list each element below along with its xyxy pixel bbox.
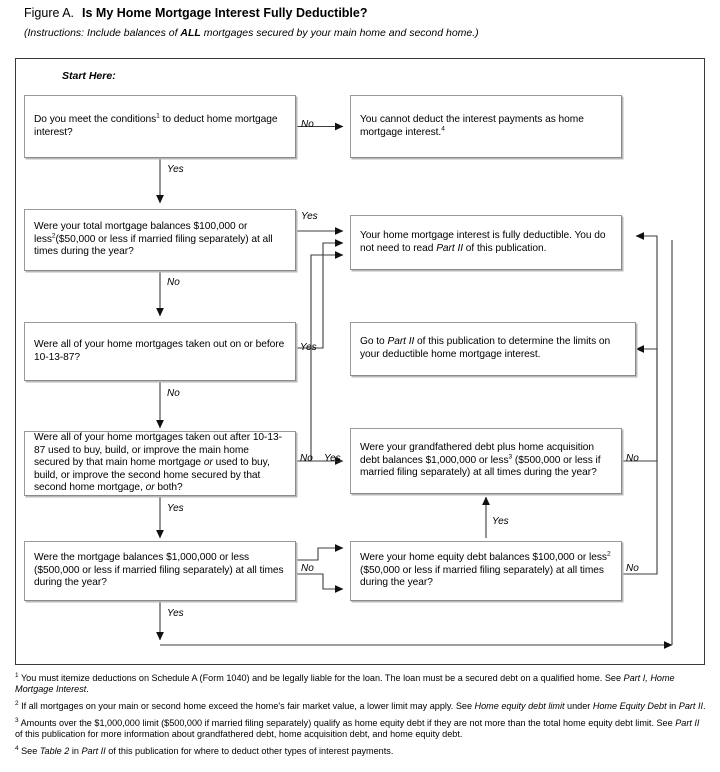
instructions-emphasis: ALL xyxy=(180,27,201,39)
q7-text-b: ($50,000 or less if married filing separ… xyxy=(360,564,604,589)
footnote-3-text-b: of this publication for more information… xyxy=(15,729,463,740)
footnote-1-text-a: You must itemize deductions on Schedule … xyxy=(20,673,624,683)
footnote-2-em-3: Part II xyxy=(678,701,704,712)
footnote-4-text-c: of this publication for where to deduct … xyxy=(105,745,394,756)
node-cannot-deduct[interactable]: You cannot deduct the interest payments … xyxy=(350,95,622,158)
edge-label-q1-yes: Yes xyxy=(167,164,184,175)
instructions-prefix: (Instructions: Include balances of xyxy=(24,27,181,39)
footnote-2-text-d: . xyxy=(703,701,706,712)
q4-text-b: used to buy, build, or improve the secon… xyxy=(34,457,270,494)
edge-label-q2-yes: Yes xyxy=(301,211,318,222)
q2-text-a: Were your total mortgage balances $100,0… xyxy=(34,221,248,245)
footnote-2-text-c: in xyxy=(666,701,679,712)
footnote-1-marker: 1 xyxy=(15,671,19,679)
footnote-2-text-b: under xyxy=(564,701,593,712)
footnote-ref-1: 1 xyxy=(156,112,160,120)
node-q4-after-1987[interactable]: Were all of your home mortgages taken ou… xyxy=(24,431,296,496)
instructions-suffix: mortgages secured by your main home and … xyxy=(200,27,479,39)
node-q2-total-balances[interactable]: Were your total mortgage balances $100,0… xyxy=(24,209,296,271)
q4-or-2: or xyxy=(145,482,155,494)
footnote-ref-4: 4 xyxy=(441,125,445,133)
q4-text-a: Were all of your home mortgages taken ou… xyxy=(34,432,282,469)
node-q1-conditions[interactable]: Do you meet the conditions1 to deduct ho… xyxy=(24,95,296,158)
footnote-2-em-2: Home Equity Debt xyxy=(592,701,667,712)
edge-label-q6-no: No xyxy=(301,563,314,574)
footnote-3-marker: 3 xyxy=(15,716,19,724)
footnotes-section: 1 You must itemize deductions on Schedul… xyxy=(15,671,707,763)
partii-text-b: of this publication to determine the lim… xyxy=(360,336,611,360)
node-go-to-part-ii[interactable]: Go to Part II of this publication to det… xyxy=(350,322,636,376)
q2-text-b: ($50,000 or less if married filing separ… xyxy=(34,233,273,258)
node-q7-home-equity-debt[interactable]: Were your home equity debt balances $100… xyxy=(350,541,622,601)
footnote-2: 2 If all mortgages on your main or secon… xyxy=(15,700,707,712)
edge-label-q6-yes: Yes xyxy=(167,608,184,619)
footnote-3-em-1: Part II xyxy=(675,717,700,728)
flowchart-frame xyxy=(15,58,705,665)
fully-part-ii: Part II xyxy=(436,242,464,254)
edge-label-q4-yes: Yes xyxy=(167,503,184,514)
q4-text-c: both? xyxy=(154,482,183,494)
figure-label: Figure A. xyxy=(24,6,75,20)
q5-text-a: Were your grandfathered debt plus home a… xyxy=(360,442,595,466)
footnote-4-text-a: See xyxy=(21,745,40,756)
edge-label-q7-no: No xyxy=(626,563,639,574)
nodeduct-text: You cannot deduct the interest payments … xyxy=(360,113,584,138)
footnote-ref-3: 3 xyxy=(508,453,513,461)
edge-label-q2-no: No xyxy=(167,277,180,288)
page-title: Is My Home Mortgage Interest Fully Deduc… xyxy=(82,6,368,20)
node-q3-before-1987[interactable]: Were all of your home mortgages taken ou… xyxy=(24,322,296,381)
q1-text-b: to deduct home mortgage interest? xyxy=(34,113,278,138)
fully-text-b: of this publication. xyxy=(463,242,547,254)
edge-label-q4-no: No xyxy=(300,453,313,464)
q7-text-a: Were your home equity debt balances $100… xyxy=(360,552,607,564)
footnote-1: 1 You must itemize deductions on Schedul… xyxy=(15,671,707,696)
footnote-3-text-a: Amounts over the $1,000,000 limit ($500,… xyxy=(20,717,676,728)
q6-text: Were the mortgage balances $1,000,000 or… xyxy=(34,552,284,589)
footnote-4-em-2: Part II xyxy=(81,745,106,756)
footnote-4-em-1: Table 2 xyxy=(39,745,70,756)
node-q6-mortgage-balances[interactable]: Were the mortgage balances $1,000,000 or… xyxy=(24,541,296,601)
footnote-ref-2a: 2 xyxy=(51,232,56,240)
q4-or-1: or xyxy=(203,457,213,469)
edge-label-q3-no: No xyxy=(167,388,180,399)
figure-header: Figure A. Is My Home Mortgage Interest Fu… xyxy=(24,4,704,22)
footnote-2-text-a: If all mortgages on your main or second … xyxy=(21,701,475,712)
edge-label-q3-yes: Yes xyxy=(300,342,317,353)
node-q5-grandfathered-debt[interactable]: Were your grandfathered debt plus home a… xyxy=(350,428,622,494)
edge-label-q5-yes: Yes xyxy=(324,453,341,464)
edge-label-q7-yes: Yes xyxy=(492,516,509,527)
q1-text-a: Do you meet the conditions xyxy=(34,113,157,125)
footnote-4: 4 See Table 2 in Part II of this publica… xyxy=(15,744,707,757)
fully-text-a: Your home mortgage interest is fully ded… xyxy=(360,229,606,254)
flowchart-canvas: Start Here: Do you meet the conditions1 … xyxy=(24,70,673,649)
q5-text-b: ($500,000 or less if married filing sepa… xyxy=(360,454,601,479)
footnote-ref-2b: 2 xyxy=(606,550,611,558)
footnote-4-marker: 4 xyxy=(15,744,19,752)
node-fully-deductible[interactable]: Your home mortgage interest is fully ded… xyxy=(350,215,622,270)
start-here-label: Start Here: xyxy=(62,70,116,82)
edge-label-q5-no: No xyxy=(626,453,639,464)
partii-part-ii: Part II xyxy=(387,336,415,348)
footnote-2-em-1: Home equity debt limit xyxy=(474,701,565,712)
footnote-1-em-1: Part I, Home Mortgage Interest xyxy=(15,673,675,695)
footnote-4-text-b: in xyxy=(69,745,82,756)
footnote-1-text-b: . xyxy=(86,684,89,695)
instructions-line: (Instructions: Include balances of ALL m… xyxy=(24,27,479,39)
footnote-3: 3 Amounts over the $1,000,000 limit ($50… xyxy=(15,716,707,741)
q3-text: Were all of your home mortgages taken ou… xyxy=(34,338,285,363)
footnote-2-marker: 2 xyxy=(15,700,19,708)
partii-text-a: Go to xyxy=(360,336,388,348)
edge-label-q1-no: No xyxy=(301,119,314,130)
